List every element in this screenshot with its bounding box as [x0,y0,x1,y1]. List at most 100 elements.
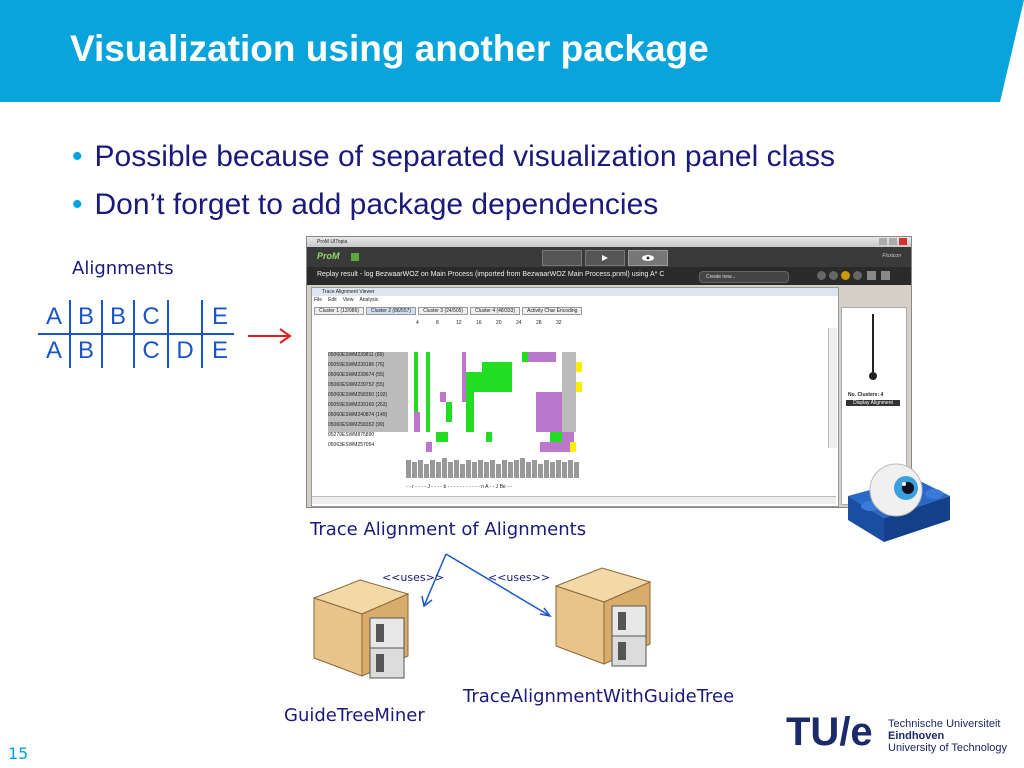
bullet-1: •Possible because of separated visualiza… [72,140,835,173]
close-icon[interactable] [899,238,907,245]
trace-id[interactable]: 05279ESWM875890 [328,432,375,438]
align-cell: E [211,303,228,330]
views-tab-button[interactable] [628,250,668,266]
package-box-icon [554,567,652,667]
cluster-count-label: No. Clusters: 4 [848,392,884,398]
alignment-matrix [414,352,582,452]
prom-logo: ProM [317,251,340,261]
eye-on-brick-icon [848,463,950,542]
tab-cluster-3[interactable]: Cluster 3 (24/505) [418,307,469,315]
trace-alignment-viewer: Trace Alignment Viewer File Edit View An… [311,287,839,507]
uses-label-left: <<uses>> [382,571,445,584]
header-band [0,0,1024,102]
logo-line-1: Technische Universiteit [888,718,1001,730]
consensus-sequence: - - r - - - - J - - - - b - - - - - - - … [406,484,512,490]
prom-logo-badge [351,253,359,261]
align-cell: C [142,337,160,364]
logo-line-3: University of Technology [888,742,1008,754]
trace-id[interactable]: 05059ESWM239186 (76) [328,362,408,372]
tab-cluster-4[interactable]: Cluster 4 (48/333) [470,307,521,315]
menu-analysis[interactable]: Analysis [359,297,379,303]
page-number: 15 [8,744,29,763]
position-ruler: 4 8 12 16 20 24 28 32 [416,320,596,328]
toolbar-round-icon[interactable] [853,271,862,280]
ruler-tick: 16 [476,320,482,326]
tab-cluster-2[interactable]: Cluster 2 (86/557) [366,307,417,315]
ruler-tick: 8 [436,320,439,326]
align-cell: B [109,303,126,330]
slide-title: Visualization using another package [70,28,709,69]
prom-toolbar: ProM Fluxicon [307,247,911,267]
viewer-title: Trace Alignment Viewer [322,289,375,295]
menu-file[interactable]: File [314,297,323,303]
minimize-icon[interactable] [879,238,887,245]
align-cell: A [45,303,62,330]
vertical-scrollbar[interactable] [828,328,837,448]
prom-screenshot: ProM UITopia ProM Fluxicon Replay result… [306,236,912,508]
maximize-icon[interactable] [889,238,897,245]
trace-id[interactable]: 05060ESWM239752 (55) [328,382,408,392]
tab-activity-encoding[interactable]: Activity Char Encoding [522,307,583,315]
create-new-dropdown[interactable]: Create new... [699,271,789,283]
tue-mark: TU/e [786,710,873,754]
logo-line-2: Eindhoven [888,730,945,742]
create-new-label: Create new... [706,274,736,280]
ruler-tick: 28 [536,320,542,326]
horizontal-scrollbar[interactable] [312,496,836,504]
frequency-histogram [406,458,579,478]
align-cell: C [142,303,160,330]
red-arrow-icon [248,328,292,344]
trace-id[interactable]: 05063ESWM257054 [328,442,375,448]
menu-view[interactable]: View [342,297,354,303]
cluster-slider[interactable] [868,312,878,382]
uses-arrows [421,553,552,618]
align-cell: B [77,303,94,330]
trace-id[interactable]: 05059ESWM239169 (263) [328,402,408,412]
ruler-tick: 24 [516,320,522,326]
star-icon[interactable] [841,271,850,280]
menu-edit[interactable]: Edit [328,297,337,303]
fluxicon-logo: Fluxicon [882,253,901,259]
ruler-tick: 4 [416,320,419,326]
cluster-tabs: Cluster 1 (12/986) Cluster 2 (86/557) Cl… [314,307,583,315]
actions-tab-button[interactable] [585,250,625,266]
alignment-grid-lines [38,300,234,368]
trace-id[interactable]: 05060ESWM239674 (55) [328,372,408,382]
trace-id[interactable]: 05060ESWM258350 (192) [328,392,408,402]
bullet-2-text: Don’t forget to add package dependencies [94,188,659,221]
package-box-icon [312,579,410,679]
replay-banner: Replay result - log BezwaarWOZ on Main P… [307,267,911,285]
toolbar-round-icon[interactable] [817,271,826,280]
alignments-label: Alignments [72,258,174,279]
display-alignment-button[interactable]: Display Alignment [846,400,900,406]
trace-id[interactable]: 05060ESWM258352 (99) [328,422,408,432]
alignment-table: A B B C E A B C D E [38,300,234,368]
trace-id[interactable]: 05060ESWM239811 (89) [328,352,408,362]
bullet-1-text: Possible because of separated visualizat… [94,140,835,173]
align-cell: B [77,337,94,364]
trace-alignment-caption: Trace Alignment of Alignments [310,519,587,540]
trace-id[interactable]: 05060ESWM240874 (149) [328,412,408,422]
align-cell: A [45,337,62,364]
toolbar-round-icon[interactable] [829,271,838,280]
window-titlebar: ProM UITopia [307,237,911,247]
package-name-right: TraceAlignmentWithGuideTree [463,686,735,707]
window-title: ProM UITopia [317,239,348,245]
trace-list: 05060ESWM239811 (89) 05059ESWM239186 (76… [328,352,408,452]
tue-logo: TU/e Technische Universiteit Eindhoven U… [786,708,1018,758]
viewer-titlebar: Trace Alignment Viewer [312,288,838,296]
grid-icon[interactable] [881,271,890,280]
banner-text: Replay result - log BezwaarWOZ on Main P… [317,271,665,278]
uses-label-right: <<uses>> [488,571,551,584]
align-cell: D [176,337,194,364]
package-name-left: GuideTreeMiner [284,705,425,726]
ruler-tick: 32 [556,320,562,326]
align-cell: E [211,337,228,364]
bullet-2: •Don’t forget to add package dependencie… [72,188,659,221]
ruler-tick: 20 [496,320,502,326]
export-icon[interactable] [867,271,876,280]
viewer-menubar: File Edit View Analysis [314,297,378,305]
ruler-tick: 12 [456,320,462,326]
workspace-tab-button[interactable] [542,250,582,266]
tab-cluster-1[interactable]: Cluster 1 (12/986) [314,307,365,315]
